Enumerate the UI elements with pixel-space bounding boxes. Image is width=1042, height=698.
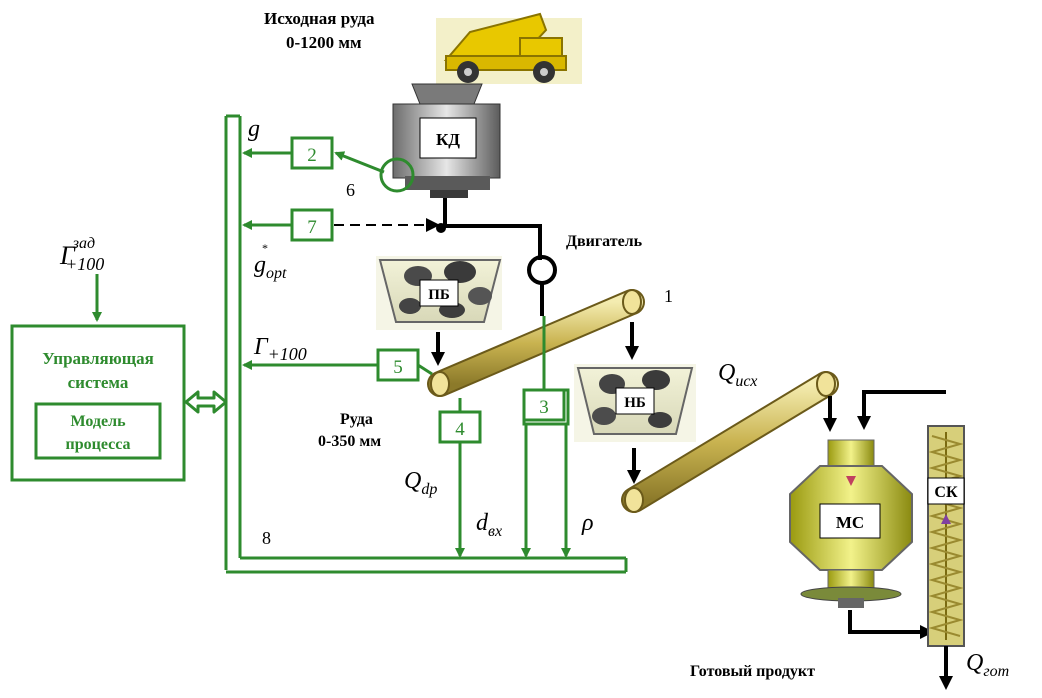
source-ore-size: 0-1200 мм — [286, 33, 362, 52]
sensor-6-number: 6 — [346, 180, 355, 200]
g-opt-star: * — [262, 241, 268, 255]
classifier-label: СК — [934, 484, 958, 501]
bin-pb-label-box — [419, 279, 459, 307]
g-symbol: g — [248, 116, 260, 142]
sensor-7-label: 7 — [307, 217, 317, 238]
q-in-symbol: Qисх — [718, 360, 757, 390]
mill-to-classifier-line — [848, 610, 934, 639]
ore-size-label: 0-350 мм — [318, 433, 381, 450]
mill-label-box — [819, 503, 881, 539]
d-in-symbol: dвх — [476, 510, 502, 540]
control-system-title-2: система — [68, 373, 129, 392]
bin-pb-label: ПБ — [428, 287, 450, 303]
sensor-5-link — [417, 363, 433, 376]
gamma-setpoint-symbol: Гзад+100 — [59, 235, 104, 274]
cone-crusher-kd — [392, 83, 501, 198]
crusher-discharge-point — [436, 223, 446, 233]
dump-truck-icon — [436, 12, 582, 84]
sensor-7-box — [290, 208, 334, 242]
sensor-5-label: 5 — [393, 357, 403, 378]
motor-icon — [527, 255, 557, 285]
crusher-drive-line — [443, 198, 542, 260]
sensor-6-ring — [379, 157, 415, 193]
bin-nb-label: НБ — [624, 395, 646, 411]
sensor-2-label: 2 — [307, 145, 317, 166]
finished-product-label: Готовый продукт — [690, 663, 815, 680]
crusher-label: КД — [436, 130, 460, 149]
conveyor-1 — [427, 289, 645, 397]
q-out-symbol: Qгот — [966, 650, 1009, 680]
sensor-3-label: 3 — [539, 397, 549, 418]
conveyor-2 — [621, 371, 839, 513]
process-model-title-1: Модель — [70, 413, 126, 430]
crusher-label-box — [419, 117, 477, 159]
motor-label: Двигатель — [566, 233, 643, 250]
mill-label: МС — [836, 513, 864, 532]
sensor-6-link — [334, 151, 385, 174]
process-model-title-2: процесса — [65, 436, 130, 453]
gamma-symbol: Г+100 — [253, 334, 307, 364]
classifier-label-box — [927, 477, 965, 505]
bin-nb-label-box — [615, 387, 655, 415]
classifier-sk — [927, 425, 965, 647]
source-ore-title: Исходная руда — [264, 9, 375, 28]
rho-symbol: ρ — [581, 510, 594, 536]
g-opt-symbol: gopt — [254, 252, 287, 282]
bidirectional-link-icon — [184, 390, 228, 414]
control-system-title-1: Управляющая — [42, 349, 154, 368]
sensor-4-label: 4 — [455, 419, 465, 440]
ore-label: Руда — [340, 411, 373, 428]
bus-number-8: 8 — [262, 528, 271, 548]
q-dr-symbol: Qdр — [404, 468, 437, 498]
process-model-box — [34, 402, 162, 460]
sensor-3-frame — [522, 388, 570, 426]
conveyor-number-1: 1 — [664, 286, 673, 306]
classifier-return-line — [857, 390, 946, 430]
control-bus — [224, 114, 628, 574]
